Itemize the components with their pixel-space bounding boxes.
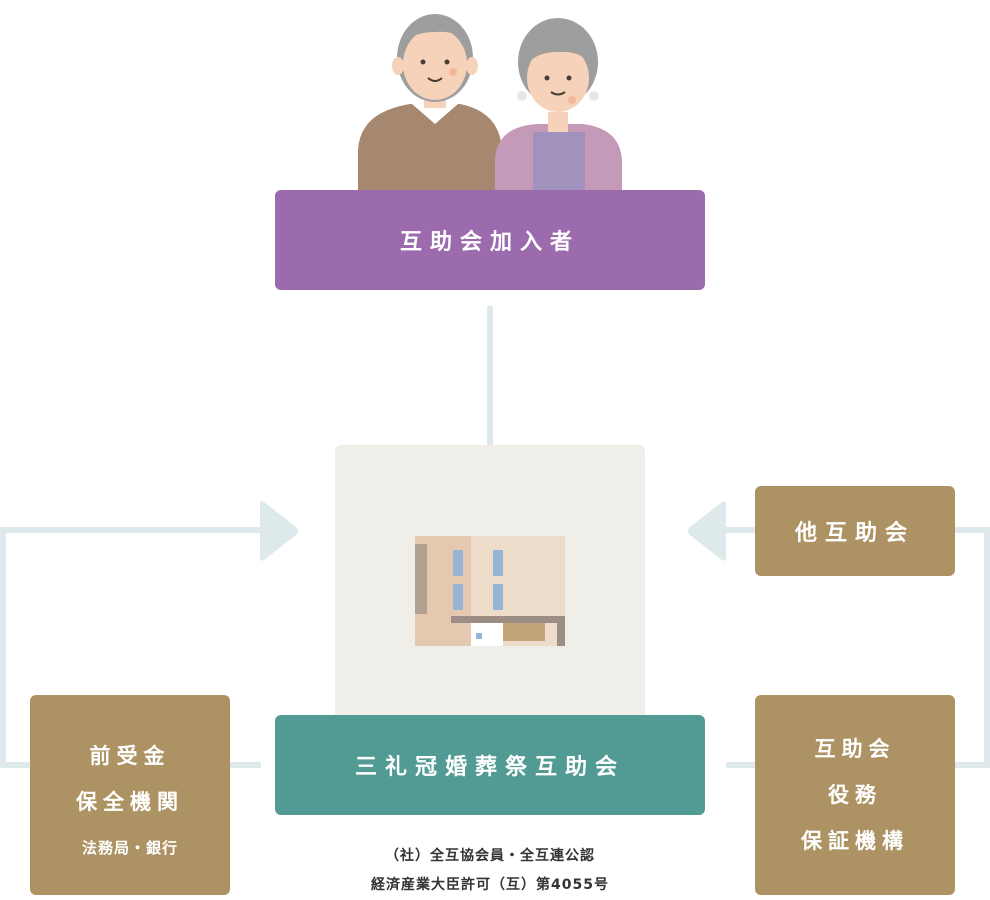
member-box: 互助会加入者: [275, 190, 705, 290]
guarantee-label-line1: 互助会: [814, 737, 896, 761]
member-label: 互助会加入者: [399, 230, 580, 255]
connector-right-top: [726, 527, 758, 533]
office-building-icon: [415, 536, 565, 646]
advance-sub-label: 法務局・銀行: [81, 838, 178, 857]
connector-right-bottom-outer: [953, 762, 990, 768]
arrow-right-icon: [260, 501, 298, 561]
advance-label-line1: 前受金: [89, 743, 171, 768]
advance-preservation-box: 前受金 保全機関 法務局・銀行: [30, 695, 230, 895]
arrow-left-icon: [688, 501, 726, 561]
connector-right-top-outer: [953, 527, 990, 533]
other-mutual-box: 他互助会: [755, 486, 955, 576]
guarantee-label-line3: 保証機構: [801, 829, 909, 853]
connector-member-company: [487, 306, 493, 446]
connector-left-vertical: [0, 527, 6, 768]
connector-left-top: [0, 527, 262, 533]
license-note-line2: 経済産業大臣許可（互）第4055号: [371, 877, 609, 893]
license-note-line1: （社）全互協会員・全互連公認: [385, 848, 595, 864]
license-note: （社）全互協会員・全互連公認 経済産業大臣許可（互）第4055号: [320, 842, 660, 900]
connector-left-bottom: [0, 762, 32, 768]
connector-right-bottom-inner: [726, 762, 758, 768]
other-mutual-label: 他互助会: [794, 521, 915, 546]
guarantee-organization-box: 互助会 役務 保証機構: [755, 695, 955, 895]
elderly-couple-icon: [358, 14, 622, 192]
company-box: 三礼冠婚葬祭互助会: [275, 715, 705, 815]
company-label: 三礼冠婚葬祭互助会: [354, 755, 625, 780]
connector-right-vertical: [984, 527, 990, 768]
guarantee-label-line2: 役務: [828, 783, 882, 807]
advance-label-line2: 保全機関: [76, 789, 184, 814]
connector-left-bottom-inner: [229, 762, 261, 768]
